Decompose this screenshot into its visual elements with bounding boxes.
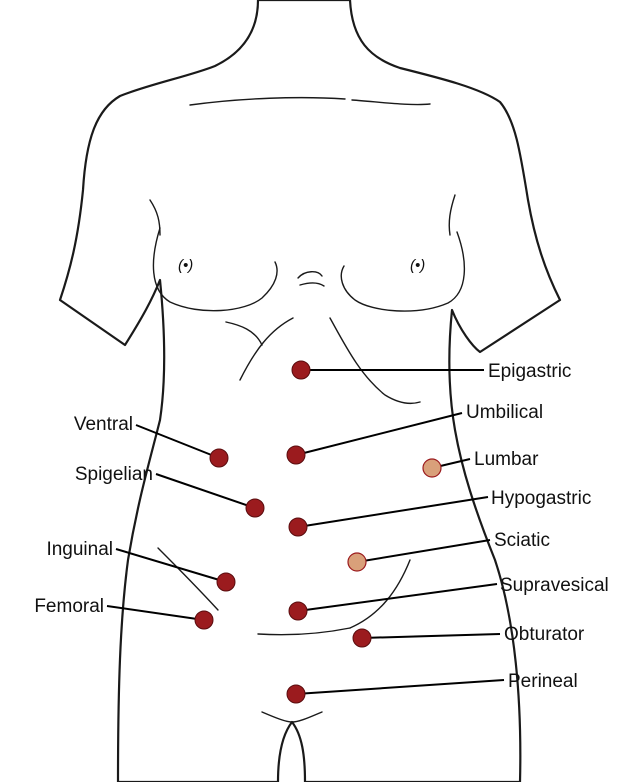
dot-lumbar [423,459,441,477]
left-nipple: (•) [178,257,193,274]
label-epigastric: Epigastric [488,361,571,382]
label-spigelian: Spigelian [75,464,153,485]
dot-spigelian [246,499,264,517]
leader-hypogastric [298,497,488,527]
leader-supravesical [298,584,497,611]
left-inguinal-line [158,548,218,610]
label-ventral: Ventral [74,414,133,435]
dot-umbilical [287,446,305,464]
label-inguinal: Inguinal [46,539,113,560]
hernia-dots [195,361,441,703]
label-perineal: Perineal [508,671,578,692]
leader-sciatic [357,540,490,562]
leader-inguinal [116,549,226,582]
right-costal-margin [330,318,420,403]
label-sciatic: Sciatic [494,530,550,551]
dot-supravesical [289,602,307,620]
sternum-mark [298,272,324,286]
label-supravesical: Supravesical [500,575,609,596]
dot-inguinal [217,573,235,591]
leader-spigelian [156,474,255,508]
dot-obturator [353,629,371,647]
crotch-line [262,712,322,722]
left-breast-contour [153,228,277,311]
label-hypogastric: Hypogastric [491,488,591,509]
collarbone-line-right [352,100,430,105]
label-lumbar: Lumbar [474,449,539,470]
leader-obturator [362,634,500,638]
label-obturator: Obturator [504,624,585,645]
dot-perineal [287,685,305,703]
right-nipple: (•) [410,257,425,274]
collarbone-line [190,98,345,105]
dot-femoral [195,611,213,629]
left-costal-margin [240,318,293,380]
label-femoral: Femoral [34,596,104,617]
pubic-line [258,628,350,635]
leader-perineal [296,680,504,694]
right-breast-contour [341,232,464,311]
torso-body [60,0,560,782]
label-umbilical: Umbilical [466,402,543,423]
dot-hypogastric [289,518,307,536]
dot-ventral [210,449,228,467]
dot-epigastric [292,361,310,379]
left-axilla-crease [150,200,160,235]
dot-sciatic [348,553,366,571]
leader-umbilical [296,413,462,455]
leader-ventral [136,425,219,458]
torso-figure: (•) (•) [60,0,560,782]
right-axilla-crease [449,195,455,235]
abdominal-fold [226,322,262,345]
